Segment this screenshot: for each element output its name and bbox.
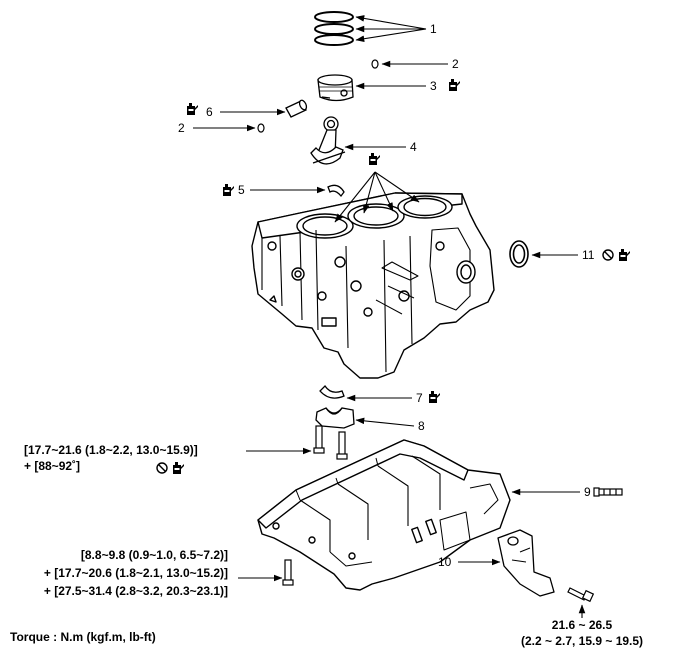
bearing-cap-bolts [313,425,348,460]
oil-can-icon [187,103,198,115]
oil-can-icon [429,391,440,403]
oil-can-icon [369,153,380,165]
snap-ring-lower [257,123,265,133]
callout-8: 8 [418,419,425,433]
cylinder-block [251,192,495,379]
callout-7: 7 [416,391,423,405]
callout-2-upper: 2 [452,57,459,71]
rear-oil-seal [509,240,529,268]
strainer-torque-line2: (2.2 ~ 2.7, 15.9 ~ 19.5) [520,634,644,648]
oil-pan-torque-line1: [8.8~9.8 (0.9~1.0, 6.5~7.2)] [80,548,228,562]
bearing-cap-torque-line1: [17.7~21.6 (1.8~2.2, 13.0~15.9)] [24,443,198,457]
callout-2-lower: 2 [178,121,185,135]
oil-strainer [497,529,555,597]
oil-can-icon [173,462,184,474]
lower-bearing [319,384,345,399]
callout-11: 11 [582,248,595,262]
piston-pin [285,99,308,118]
piston-rings [314,11,354,46]
oil-can-icon [223,184,234,196]
callout-3: 3 [430,79,437,93]
oil-pan-bolt [282,559,294,586]
callout-9: 9 [584,485,591,499]
strainer-bolt [567,587,595,603]
oil-pan-torque-line3: + [27.5~31.4 (2.8~3.2, 20.3~23.1)] [43,584,228,598]
strainer-torque-line1: 21.6 ~ 26.5 [551,618,613,632]
drain-plug [593,487,623,497]
do-not-reuse-icon [602,249,614,261]
piston [317,74,354,102]
oil-can-icon [619,249,630,261]
lower-crankcase [257,439,511,591]
callout-4: 4 [410,140,417,154]
oil-can-icon [449,79,460,91]
callout-6: 6 [206,105,213,119]
upper-bearing [327,184,345,198]
connecting-rod [310,116,346,165]
bearing-cap [315,407,355,429]
callout-10: 10 [438,555,452,569]
oil-pan-torque-line2: + [17.7~20.6 (1.8~2.1, 13.0~15.2)] [43,566,228,580]
callout-5: 5 [238,183,245,197]
leader-lines [193,15,586,618]
callout-1: 1 [430,22,437,36]
do-not-reuse-icon [156,462,168,474]
torque-units-legend: Torque : N.m (kgf.m, lb-ft) [10,630,156,644]
bearing-cap-torque-line2: + [88~92˚] [24,459,81,473]
snap-ring-upper [371,59,379,69]
